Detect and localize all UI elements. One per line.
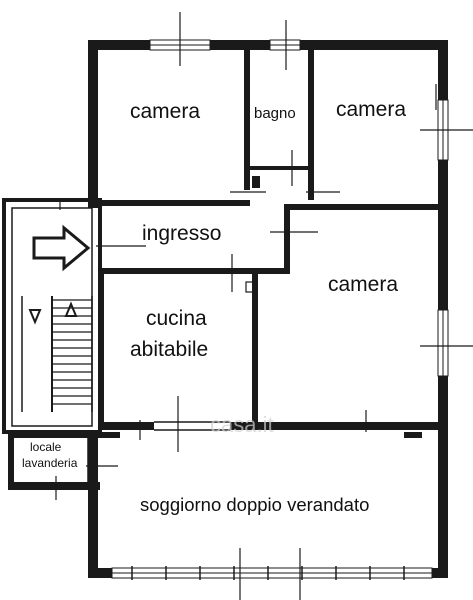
room-label-soggiorno: soggiorno doppio verandato	[140, 494, 369, 515]
room-label-locale: locale	[30, 440, 62, 454]
dimension-ticks	[55, 12, 473, 600]
stair-block	[2, 198, 102, 434]
entry-arrow-icon	[32, 224, 91, 272]
room-label-ingresso: ingresso	[142, 222, 221, 245]
room-label-camera-1: camera	[130, 100, 200, 123]
room-label-lavanderia: lavanderia	[22, 456, 78, 470]
room-label-cucina: cucina	[146, 307, 207, 330]
room-label-camera-3: camera	[328, 273, 398, 296]
room-label-camera-2: camera	[336, 98, 406, 121]
fixtures	[100, 176, 422, 438]
laundry-room	[8, 430, 100, 490]
room-label-bagno: bagno	[254, 105, 296, 122]
watermark: casa.it	[210, 412, 274, 437]
room-label-abitabile: abitabile	[130, 338, 208, 361]
interior-walls	[98, 50, 438, 431]
stairs-icon	[21, 296, 93, 412]
